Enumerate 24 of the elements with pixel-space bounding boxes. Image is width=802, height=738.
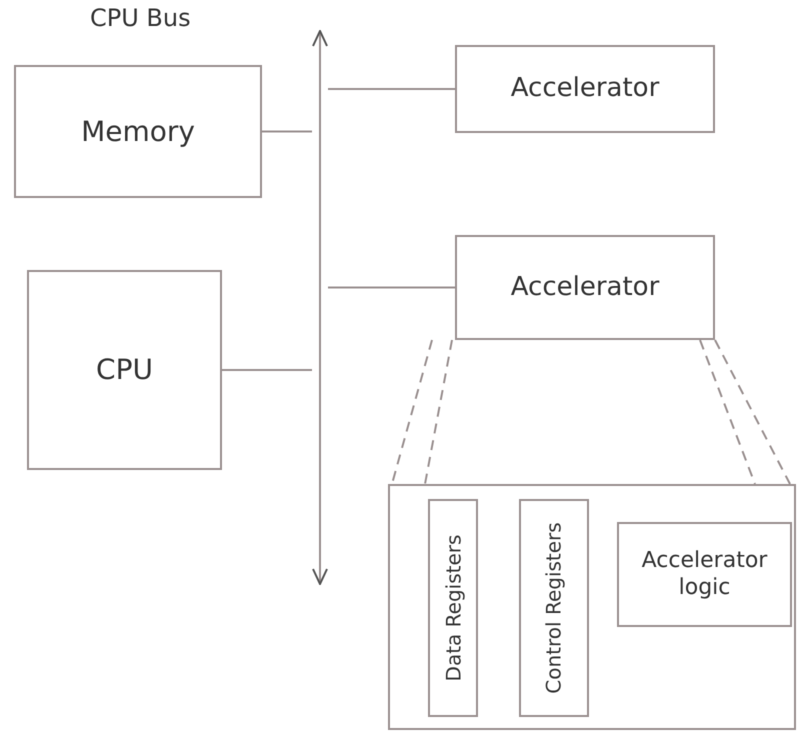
block-box (455, 45, 715, 133)
block-box (519, 499, 589, 717)
connector-line (222, 369, 312, 371)
connector-line (262, 130, 312, 132)
block-box (428, 499, 478, 717)
block-label: Accelerator (510, 272, 660, 304)
dashed-zoom-line (714, 340, 791, 484)
connector-line (328, 286, 455, 288)
dashed-zoom-line (699, 340, 756, 484)
connector-line (328, 88, 455, 90)
block-label: Accelerator logic (640, 548, 768, 601)
block-label: CPU (96, 353, 153, 387)
block-box (455, 235, 715, 340)
block-label: Accelerator (510, 73, 660, 105)
block-label: Memory (81, 114, 195, 148)
block-box (27, 270, 222, 470)
block-box (617, 522, 792, 627)
block-label: Data Registers (441, 534, 465, 682)
block-label: Control Registers (542, 522, 566, 694)
dashed-zoom-line (424, 340, 453, 484)
block-box (14, 65, 262, 198)
expanded-box (388, 484, 796, 730)
bus-line (312, 30, 328, 585)
bus-label: CPU Bus (90, 4, 191, 32)
